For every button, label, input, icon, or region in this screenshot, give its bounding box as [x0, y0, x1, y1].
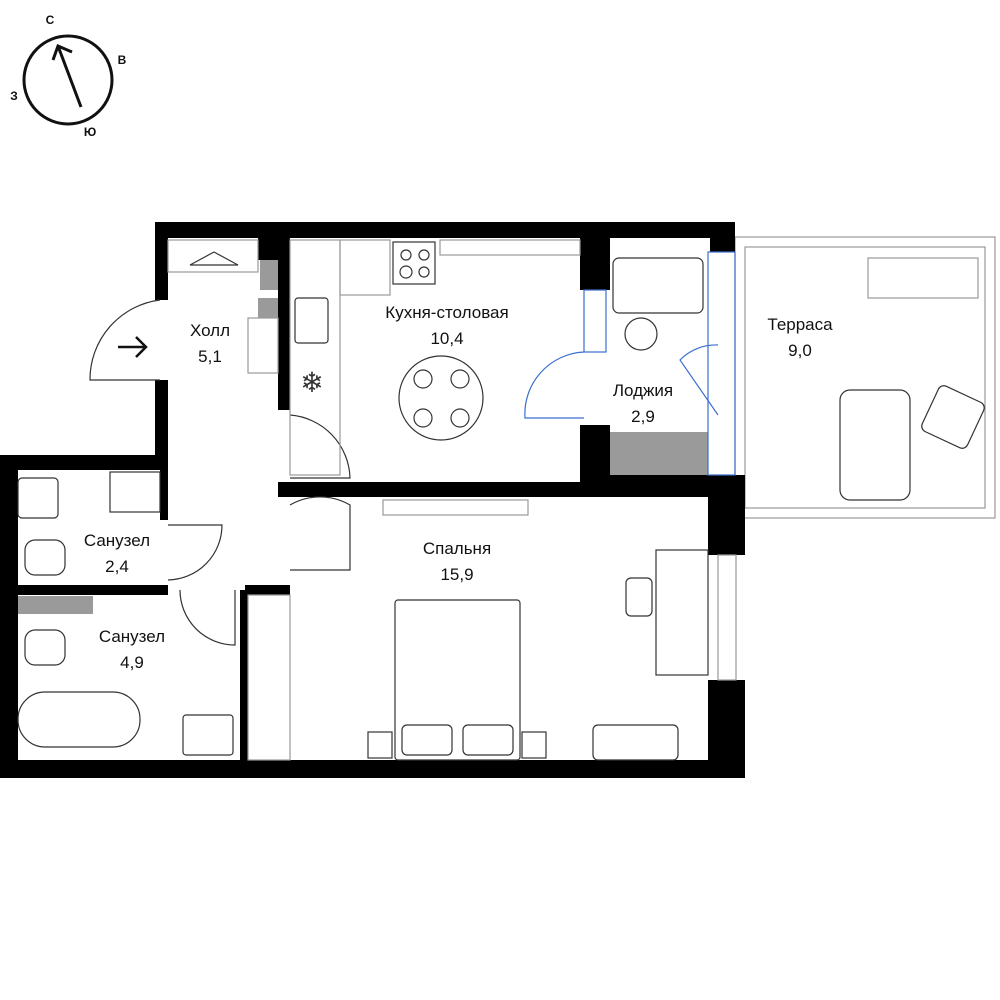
furniture: ❄: [17, 239, 985, 761]
wardrobe: [167, 239, 259, 273]
room-area-terrace: 9,0: [788, 341, 812, 360]
walls: [0, 222, 745, 778]
doors: [89, 299, 719, 646]
terrace-outline: [734, 236, 996, 519]
room-area-bathroom: 4,9: [120, 653, 144, 672]
north-arrow-icon: [56, 45, 83, 108]
room-area-kitchen: 10,4: [430, 329, 463, 348]
loggia-table: [624, 317, 658, 351]
compass-east: В: [118, 53, 127, 67]
entrance-arrow-icon: [118, 336, 148, 358]
room-labels: Холл 5,1 Кухня-столовая 10,4 Лоджия 2,9 …: [84, 303, 833, 672]
stove-icon: [392, 241, 436, 285]
room-area-hall: 5,1: [198, 347, 222, 366]
nightstand-right: [521, 731, 547, 759]
compass: С В Ю З: [10, 13, 126, 139]
shoe-rack: [247, 317, 279, 374]
room-area-bathroom-small: 2,4: [105, 557, 129, 576]
armchair: [592, 724, 679, 761]
compass-south: Ю: [84, 125, 96, 139]
dishwasher-icon: [339, 239, 391, 296]
compass-west: З: [10, 89, 18, 103]
compass-north: С: [46, 13, 55, 27]
kitchen-sink-icon: [294, 297, 329, 344]
room-name-bathroom-small: Санузел: [84, 531, 150, 550]
terrace-sofa: [839, 389, 911, 501]
bath-sink: [182, 714, 234, 756]
room-name-bedroom: Спальня: [423, 539, 491, 558]
desk: [655, 549, 709, 676]
loggia-sofa: [612, 257, 704, 314]
dining-table: [398, 355, 484, 441]
nightstand-left: [367, 731, 393, 759]
room-name-bathroom: Санузел: [99, 627, 165, 646]
hanger-icon: [189, 251, 239, 266]
loggia-shaft: [608, 432, 708, 475]
bed: [394, 599, 521, 761]
room-name-hall: Холл: [190, 321, 230, 340]
toilet: [24, 629, 66, 666]
room-area-loggia: 2,9: [631, 407, 655, 426]
room-name-loggia: Лоджия: [613, 381, 673, 400]
bath-sink-small: [17, 477, 59, 519]
bathtub: [17, 691, 141, 748]
bedroom-wardrobe: [247, 594, 291, 761]
terrace-pouf: [921, 385, 985, 449]
exercise-bike: [867, 257, 979, 299]
room-area-bedroom: 15,9: [440, 565, 473, 584]
room-name-terrace: Терраса: [767, 315, 833, 334]
washing-machine: [109, 471, 161, 513]
windows: [583, 251, 737, 681]
desk-chair: [625, 577, 653, 617]
room-name-kitchen: Кухня-столовая: [385, 303, 508, 322]
fridge-icon: ❄: [300, 367, 323, 398]
toilet-small: [24, 539, 66, 576]
